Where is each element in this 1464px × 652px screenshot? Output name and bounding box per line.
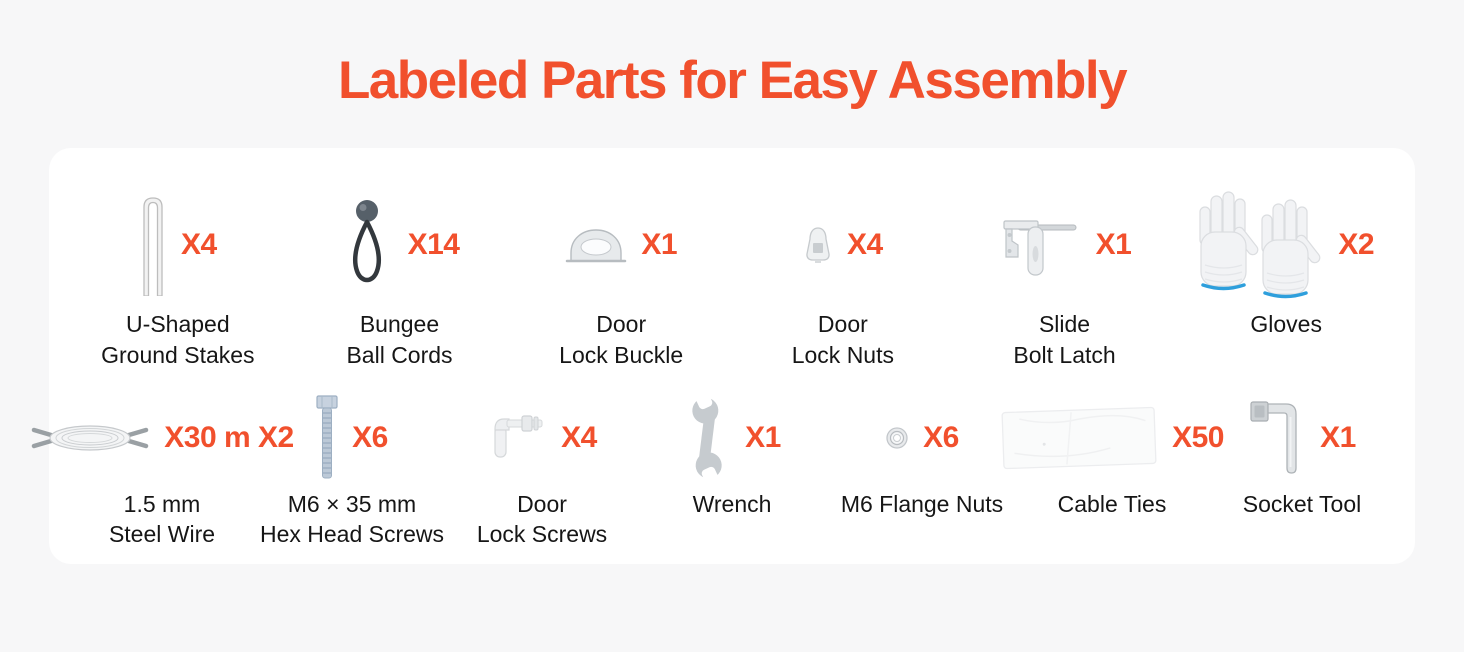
parts-row-2: X30 m X2 1.5 mm Steel Wire X6 M6 × 35 mm… <box>32 394 1397 550</box>
part-item-door-lock-buckle: X1 Door Lock Buckle <box>510 188 732 370</box>
icon-qty-group: X1 <box>565 188 678 302</box>
part-item-flange-nuts: X6 M6 Flange Nuts <box>827 394 1017 550</box>
part-item-door-lock-screws: X4 Door Lock Screws <box>447 394 637 550</box>
part-item-wrench: X1 Wrench <box>637 394 827 550</box>
icon-qty-group: X1 <box>683 394 781 482</box>
part-label: Door Lock Screws <box>476 491 608 548</box>
part-qty: X4 <box>561 421 597 455</box>
icon-qty-group: X6 <box>885 394 959 482</box>
part-qty: X1 <box>1095 228 1132 262</box>
parts-card: X4 U-Shaped Ground Stakes X14 Bungee Bal… <box>32 148 1415 565</box>
bungee-ball-cord-icon <box>340 199 394 291</box>
icon-qty-group: X30 m X2 <box>30 394 294 482</box>
door-lock-nut-icon <box>803 226 833 264</box>
parts-row-1: X4 U-Shaped Ground Stakes X14 Bungee Bal… <box>67 188 1397 370</box>
part-qty: X50 <box>1172 421 1224 455</box>
part-qty: X6 <box>352 421 388 455</box>
part-label: M6 × 35 mm Hex Head Screws <box>259 491 445 548</box>
socket-tool-icon <box>1248 397 1306 479</box>
door-lock-screw-icon <box>487 415 547 461</box>
part-qty: X1 <box>745 421 781 455</box>
part-item-ground-stakes: X4 U-Shaped Ground Stakes <box>67 188 289 370</box>
part-item-hex-head-screws: X6 M6 × 35 mm Hex Head Screws <box>257 394 447 550</box>
part-item-gloves: X2 Gloves <box>1175 188 1397 370</box>
icon-qty-group: X4 <box>139 188 217 302</box>
wrench-icon <box>683 396 731 481</box>
hex-head-screw-icon <box>316 395 338 481</box>
icon-qty-group: X4 <box>803 188 883 302</box>
part-label: Door Lock Nuts <box>791 311 894 368</box>
part-qty: X4 <box>180 228 217 262</box>
slide-bolt-latch-icon <box>998 213 1082 277</box>
part-qty: X14 <box>407 228 460 262</box>
icon-qty-group: X4 <box>487 394 597 482</box>
part-item-socket-tool: X1 Socket Tool <box>1207 394 1397 550</box>
part-qty: X1 <box>1320 421 1356 455</box>
part-label: Gloves <box>1250 311 1322 338</box>
u-shaped-ground-stake-icon <box>139 194 167 297</box>
icon-qty-group: X14 <box>340 188 460 302</box>
part-label: Bungee Ball Cords <box>346 311 453 368</box>
icon-qty-group: X50 <box>1000 394 1224 482</box>
part-qty: X6 <box>923 421 959 455</box>
icon-qty-group: X1 <box>998 188 1132 302</box>
part-label: Cable Ties <box>1057 491 1167 518</box>
icon-qty-group: X6 <box>316 394 388 482</box>
cable-ties-bag-icon <box>1000 405 1158 471</box>
part-qty: X1 <box>641 228 678 262</box>
part-label: M6 Flange Nuts <box>840 491 1004 518</box>
part-item-slide-bolt-latch: X1 Slide Bolt Latch <box>954 188 1176 370</box>
part-label: 1.5 mm Steel Wire <box>108 491 216 548</box>
part-item-door-lock-nuts: X4 Door Lock Nuts <box>732 188 954 370</box>
part-label: Wrench <box>692 491 772 518</box>
part-qty: X4 <box>847 228 883 262</box>
part-label: Door Lock Buckle <box>559 311 684 368</box>
page-title: Labeled Parts for Easy Assembly <box>337 51 1128 110</box>
icon-qty-group: X2 <box>1198 188 1375 302</box>
gloves-icon <box>1198 189 1324 301</box>
part-item-cable-ties: X50 Cable Ties <box>1001 394 1224 550</box>
part-label: U-Shaped Ground Stakes <box>101 311 255 368</box>
part-item-bungee-cords: X14 Bungee Ball Cords <box>289 188 511 370</box>
part-qty: X30 m X2 <box>164 421 294 455</box>
part-label: Slide Bolt Latch <box>1013 311 1116 368</box>
part-label: Socket Tool <box>1242 491 1362 518</box>
door-lock-buckle-icon <box>565 225 627 265</box>
icon-qty-group: X1 <box>1248 394 1356 482</box>
steel-wire-coil-icon <box>30 417 150 459</box>
part-qty: X2 <box>1338 228 1375 262</box>
flange-nut-icon <box>885 426 909 450</box>
part-item-steel-wire: X30 m X2 1.5 mm Steel Wire <box>32 394 294 550</box>
